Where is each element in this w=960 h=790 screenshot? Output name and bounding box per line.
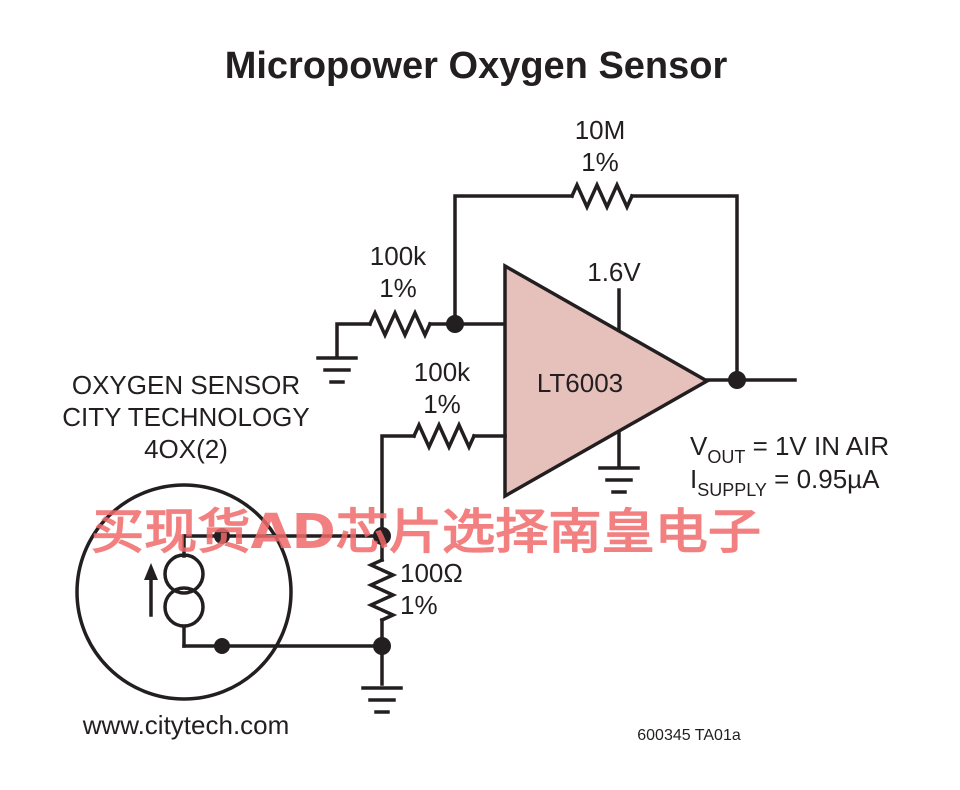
input-resistor-100k-inv (367, 308, 433, 340)
sensor-website: www.citytech.com (82, 710, 290, 740)
inv-node-junction (446, 315, 464, 333)
sensor-label-line3: 4OX(2) (144, 434, 228, 464)
shunt-resistor-value: 100Ω (400, 558, 463, 588)
opamp-label: LT6003 (537, 368, 623, 398)
sensor-terminal-bottom (214, 638, 230, 654)
sensor-top-node (373, 527, 391, 545)
opamp-triangle (503, 262, 711, 500)
current-source-circle-upper (163, 553, 205, 595)
inv-resistor-value: 100k (370, 241, 427, 271)
feedback-resistor-10m (569, 180, 635, 212)
watermark-text: 买现货AD芯片选择南皇电子 (91, 504, 761, 560)
inv-ground-wire (335, 322, 372, 358)
inv-resistor-tolerance: 1% (379, 273, 417, 303)
oxygen-sensor-housing (75, 483, 293, 701)
shunt-resistor-tolerance: 1% (400, 590, 438, 620)
sensor-label-line2: CITY TECHNOLOGY (62, 402, 310, 432)
ground-symbol-inv (316, 356, 358, 384)
sensor-bottom-node (373, 637, 391, 655)
feedback-wire-right (630, 194, 739, 382)
sensor-terminal-top (214, 528, 230, 544)
ground-symbol-sensor (361, 686, 403, 714)
sensor-label-line1: OXYGEN SENSOR (72, 370, 300, 400)
ground-symbol-opamp (598, 466, 640, 494)
vout-spec: VOUT = 1V IN AIR (690, 431, 889, 467)
isupply-spec: ISUPPLY = 0.95µA (690, 464, 880, 500)
input-resistor-100k-noninv (411, 420, 477, 452)
shunt-resistor-100ohm (366, 557, 398, 623)
noninv-wire-left (380, 434, 416, 562)
noninv-resistor-value: 100k (414, 357, 471, 387)
supply-voltage-label: 1.6V (587, 257, 641, 287)
current-source-circle-lower (163, 586, 205, 628)
feedback-resistor-value: 10M (575, 115, 626, 145)
figure-title: Micropower Oxygen Sensor (225, 45, 728, 87)
feedback-wire-left (453, 194, 574, 326)
output-node-junction (728, 371, 746, 389)
current-direction-arrow-icon (144, 563, 158, 617)
figure-code: 600345 TA01a (637, 727, 741, 744)
feedback-resistor-tolerance: 1% (581, 147, 619, 177)
noninv-resistor-tolerance: 1% (423, 389, 461, 419)
